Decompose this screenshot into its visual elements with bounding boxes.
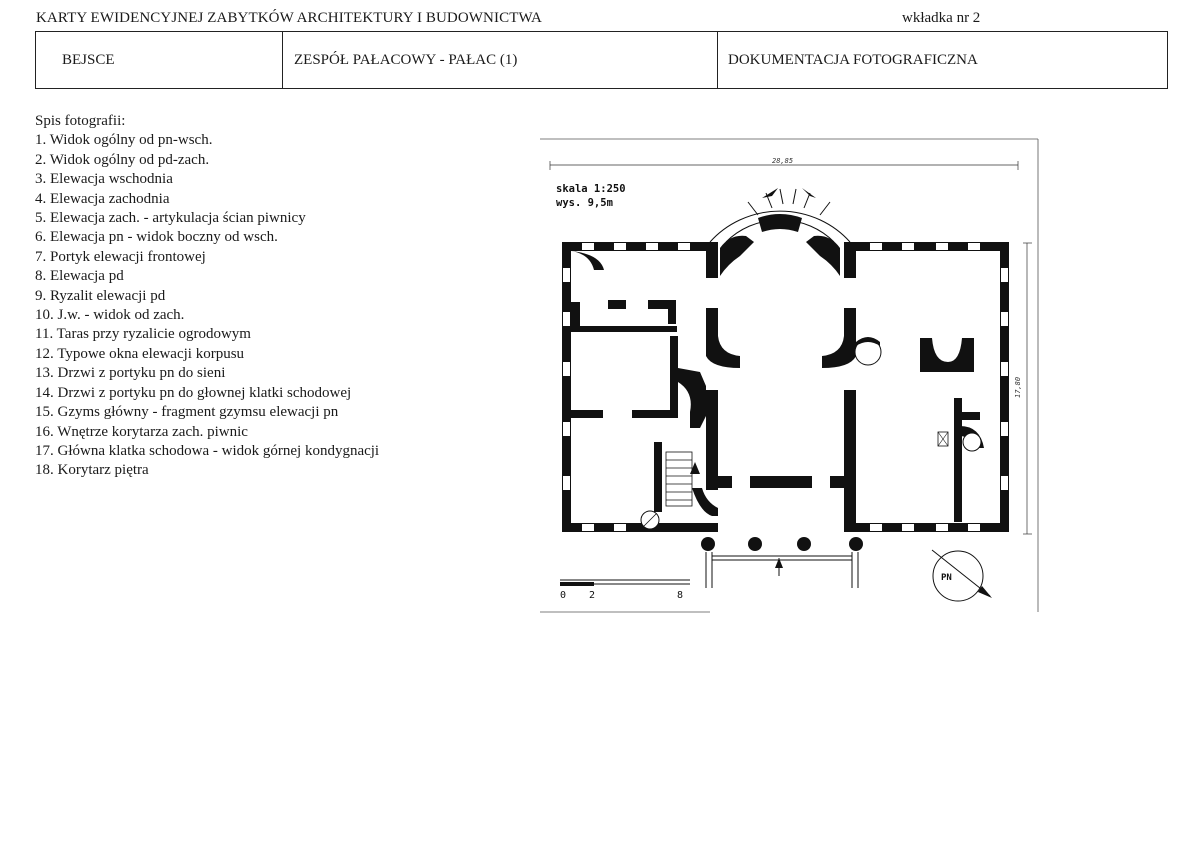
window-openings [563, 243, 1008, 531]
list-item: 1. Widok ogólny od pn-wsch. [35, 132, 213, 149]
insert-number: wkładka nr 2 [902, 10, 981, 26]
photo-list-items: 1. Widok ogólny od pn-wsch. 2. Widok ogó… [35, 131, 379, 480]
document-title: KARTY EWIDENCYJNEJ ZABYTKÓW ARCHITEKTURY… [36, 10, 542, 26]
spiral-stair-left-line [643, 513, 657, 527]
list-item: 15. Gzyms główny - fragment gzymsu elewa… [35, 404, 339, 421]
scale-tick: 0 [560, 590, 566, 601]
depth-dimension: 17,80 [1014, 377, 1022, 398]
list-item: 10. J.w. - widok od zach. [35, 307, 185, 324]
portico-columns [701, 537, 863, 551]
outer-walls [562, 242, 1009, 532]
scale-label: skala 1:250 [556, 183, 626, 195]
floor-plan: 28,85 17,80 skala 1:250 wys. 9,5m [540, 136, 1040, 616]
list-item: 4. Elewacja zachodnia [35, 190, 170, 207]
floor-plan-drawing: 28,85 17,80 skala 1:250 wys. 9,5m [540, 138, 1039, 613]
north-arrow-icon [931, 549, 992, 602]
header-table: BEJSCE ZESPÓŁ PAŁACOWY - PAŁAC (1) DOKUM… [35, 31, 1168, 89]
stair-arrow-right-icon [802, 188, 816, 198]
list-item: 12. Typowe okna elewacji korpusu [35, 345, 245, 362]
entrance-arrow-icon [775, 558, 783, 568]
scale-bar [560, 579, 690, 586]
list-item: 9. Ryzalit elewacji pd [35, 287, 166, 304]
list-item: 17. Główna klatka schodowa - widok górne… [35, 442, 380, 459]
plan-frame [540, 138, 1039, 613]
list-item: 2. Widok ogólny od pd-zach. [35, 151, 210, 168]
oval-salon-walls [706, 214, 856, 368]
right-wing-walls [854, 337, 984, 522]
object-cell: ZESPÓŁ PAŁACOWY - PAŁAC (1) [283, 32, 718, 88]
list-item: 7. Portyk elewacji frontowej [35, 248, 206, 265]
scale-tick: 8 [677, 590, 683, 601]
central-hall-walls [718, 390, 856, 532]
up-arrow-icon [690, 462, 700, 474]
width-dimension: 28,85 [772, 157, 793, 165]
list-item: 11. Taras przy ryzalicie ogrodowym [35, 326, 251, 343]
portico-steps [705, 552, 859, 588]
section-cell: DOKUMENTACJA FOTOGRAFICZNA [728, 51, 978, 68]
main-staircase [665, 451, 693, 507]
list-item: 18. Korytarz piętra [35, 462, 149, 479]
height-label: wys. 9,5m [556, 197, 613, 209]
list-item: 3. Elewacja wschodnia [35, 171, 173, 188]
list-item: 6. Elewacja pn - widok boczny od wsch. [35, 229, 278, 246]
left-wing-walls [571, 251, 718, 516]
list-item: 13. Drzwi z portyku pn do sieni [35, 365, 226, 382]
stair-arrow-left-icon [762, 188, 778, 198]
list-item: 14. Drzwi z portyku pn do głownej klatki… [35, 384, 352, 401]
list-item: 8. Elewacja pd [35, 268, 124, 285]
depth-dimension-line [1023, 242, 1032, 535]
photo-list: Spis fotografii: 1. Widok ogólny od pn-w… [35, 112, 379, 481]
list-item: 16. Wnętrze korytarza zach. piwnic [35, 423, 248, 440]
chimney-cross-b [937, 431, 949, 447]
north-label: PN [941, 573, 952, 583]
scale-tick: 2 [589, 590, 595, 601]
width-dimension-line [549, 161, 1019, 170]
photo-list-heading: Spis fotografii: [35, 113, 126, 129]
list-item: 5. Elewacja zach. - artykulacja ścian pi… [35, 210, 306, 227]
town-cell: BEJSCE [36, 32, 283, 88]
